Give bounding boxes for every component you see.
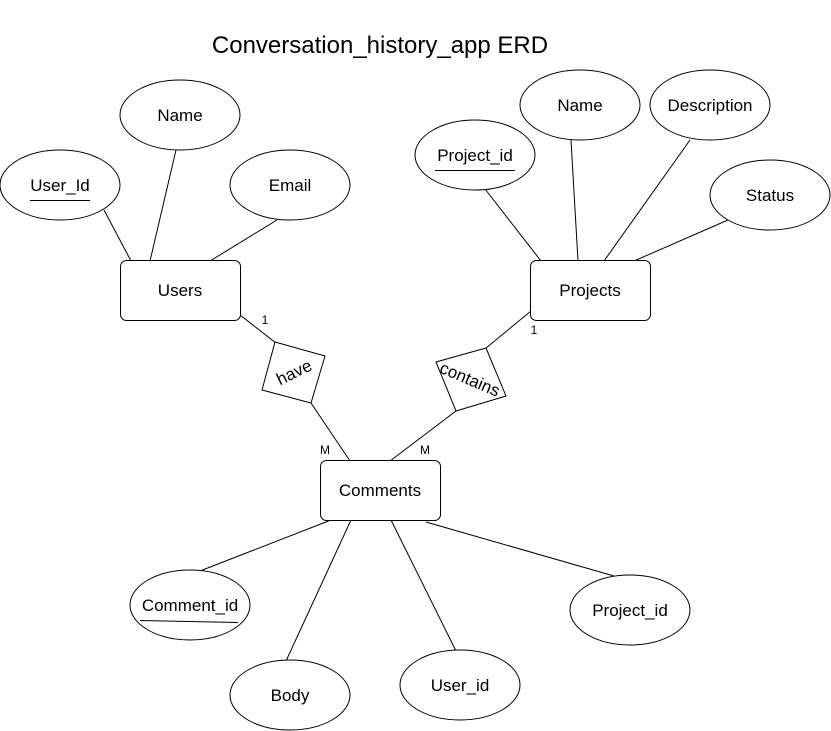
edge-comments-userid <box>390 519 457 652</box>
attr-projects-project-id[interactable]: Project_id <box>414 119 536 191</box>
attr-projects-status[interactable]: Status <box>709 159 831 231</box>
edge-have-comments <box>310 402 351 462</box>
attr-projects-description-label: Description <box>667 96 752 115</box>
attr-comments-user-id-label: User_id <box>431 676 490 695</box>
attr-comments-comment-id[interactable]: Comment_id <box>129 569 251 641</box>
edge-users-name <box>149 149 177 262</box>
edge-projects-status <box>633 219 729 262</box>
relationship-have-diamond <box>261 341 326 404</box>
cardinality-projects-contains: 1 <box>531 323 538 337</box>
edge-comments-body <box>285 519 352 662</box>
diagram-title: Conversation_history_app ERD <box>212 32 548 59</box>
cardinality-have-comments: M <box>320 443 330 457</box>
entity-users-label: Users <box>158 281 202 300</box>
entity-comments[interactable]: Comments <box>320 460 441 521</box>
attr-projects-description[interactable]: Description <box>649 69 771 141</box>
relationship-have[interactable]: have <box>261 341 326 404</box>
attr-users-user-id[interactable]: User_Id <box>0 149 121 221</box>
edge-projects-contains <box>485 310 532 349</box>
entity-projects-label: Projects <box>559 281 620 300</box>
edge-users-userid <box>103 209 132 262</box>
attr-comments-body-label: Body <box>271 686 310 705</box>
entity-users-box <box>120 260 241 321</box>
relationship-contains-diamond <box>435 347 507 412</box>
attr-users-name[interactable]: Name <box>119 79 241 151</box>
edge-projects-projectid <box>484 188 542 262</box>
attr-users-email[interactable]: Email <box>229 149 351 221</box>
attr-comments-project-id[interactable]: Project_id <box>569 574 691 646</box>
edge-comments-projectid <box>425 521 615 577</box>
attr-projects-name[interactable]: Name <box>519 69 641 141</box>
attr-comments-user-id[interactable]: User_id <box>399 649 521 721</box>
edge-users-email <box>209 219 278 262</box>
edge-projects-name <box>570 139 579 262</box>
attr-users-user-id-label: User_Id <box>30 176 90 195</box>
cardinality-contains-comments: M <box>420 443 430 457</box>
attr-comments-body[interactable]: Body <box>229 659 351 731</box>
edge-users-have <box>239 314 277 344</box>
entity-comments-box <box>320 460 441 521</box>
edge-projects-description <box>603 139 691 262</box>
connectors <box>103 139 729 662</box>
attr-comments-project-id-label: Project_id <box>592 601 668 620</box>
relationship-contains[interactable]: contains <box>435 347 507 412</box>
edge-contains-comments <box>389 410 457 462</box>
attr-comments-comment-id-label: Comment_id <box>142 596 238 615</box>
attr-users-name-label: Name <box>157 106 202 125</box>
entity-projects-box <box>530 260 651 321</box>
attr-projects-project-id-label: Project_id <box>437 146 513 165</box>
primary-key-underline <box>139 620 239 623</box>
attr-projects-name-label: Name <box>557 96 602 115</box>
cardinality-users-have: 1 <box>262 313 269 327</box>
entity-comments-label: Comments <box>339 481 421 500</box>
entity-users[interactable]: Users <box>120 260 241 321</box>
attr-users-email-label: Email <box>269 176 312 195</box>
edge-comments-commentid <box>199 519 332 572</box>
attr-projects-status-label: Status <box>746 186 794 205</box>
entity-projects[interactable]: Projects <box>530 260 651 321</box>
